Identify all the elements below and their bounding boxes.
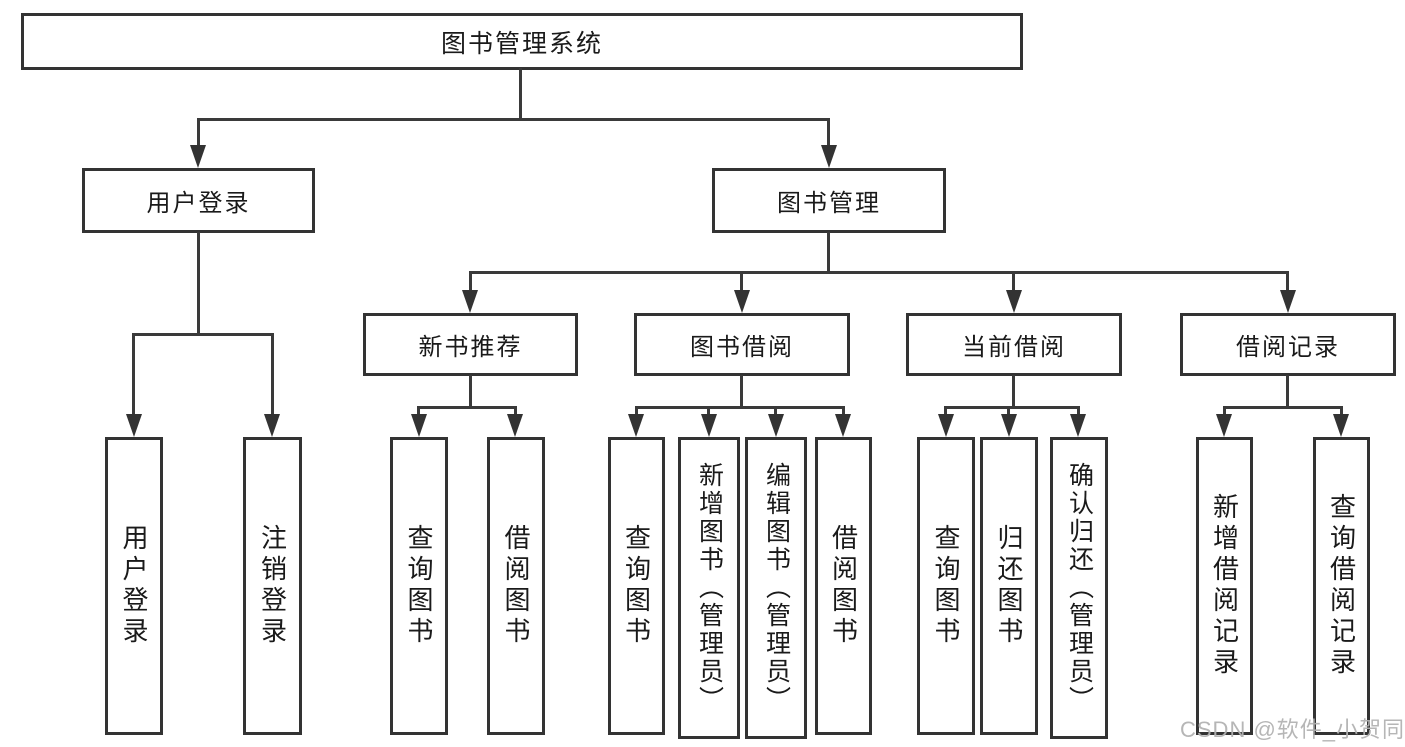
- leaf-query-books-current-label: 查询图书: [931, 524, 961, 648]
- node-book-management-label: 图书管理: [777, 190, 881, 217]
- arrow-to-leaf-login: [126, 414, 142, 437]
- connector-drop-d2: [1007, 406, 1010, 418]
- leaf-query-books-recommend-label: 查询图书: [404, 524, 434, 648]
- leaf-query-books-borrowing: 查询图书: [608, 437, 665, 735]
- arrow-to-c2: [701, 414, 717, 437]
- leaf-add-book-admin-label: 新增图书（管理员）: [695, 462, 724, 714]
- leaf-confirm-return-admin: 确认归还（管理员）: [1050, 437, 1108, 739]
- root-node-library-system: 图书管理系统: [21, 13, 1023, 70]
- connector-drop-c1: [635, 406, 638, 418]
- arrow-to-leaf-logout: [264, 414, 280, 437]
- connector-drop-current: [1012, 271, 1015, 293]
- leaf-query-books-borrowing-label: 查询图书: [621, 524, 652, 648]
- connector-root-stem: [519, 68, 522, 120]
- connector-drop-leaf-logout: [271, 333, 274, 417]
- arrow-to-b1: [411, 414, 427, 437]
- connector-userlogin-split: [132, 333, 274, 336]
- connector-drop-d1: [944, 406, 947, 418]
- node-current-borrowing: 当前借阅: [906, 313, 1122, 376]
- connector-drop-c4: [842, 406, 845, 418]
- leaf-borrow-books-recommend-label: 借阅图书: [501, 524, 531, 648]
- root-node-label: 图书管理系统: [440, 29, 603, 58]
- node-user-login: 用户登录: [82, 168, 315, 233]
- connector-drop-borrowing: [740, 271, 743, 293]
- leaf-borrow-books-label: 借阅图书: [828, 524, 859, 648]
- connector-records-split: [1223, 406, 1343, 409]
- connector-drop-book-mgmt: [827, 118, 830, 148]
- leaf-return-books: 归还图书: [980, 437, 1038, 735]
- connector-drop-b1: [417, 406, 420, 418]
- leaf-edit-book-admin: 编辑图书（管理员）: [745, 437, 807, 739]
- node-borrow-records: 借阅记录: [1180, 313, 1396, 376]
- connector-drop-user-login: [197, 118, 200, 148]
- leaf-query-books-current: 查询图书: [917, 437, 975, 735]
- connector-drop-d3: [1077, 406, 1080, 418]
- connector-newbook-split: [417, 406, 517, 409]
- connector-drop-leaf-login: [132, 333, 135, 417]
- leaf-query-borrow-record-label: 查询借阅记录: [1326, 493, 1357, 679]
- arrow-to-user-login: [190, 145, 206, 168]
- arrow-to-borrowing: [734, 290, 750, 313]
- node-current-borrowing-label: 当前借阅: [962, 334, 1066, 361]
- connector-records-stem: [1286, 375, 1289, 408]
- arrow-to-c4: [835, 414, 851, 437]
- arrow-to-newbook: [462, 290, 478, 313]
- arrow-to-d2: [1001, 414, 1017, 437]
- connector-drop-b2: [514, 406, 517, 418]
- connector-borrowing-split: [635, 406, 845, 409]
- node-book-management: 图书管理: [712, 168, 946, 233]
- leaf-query-books-recommend: 查询图书: [390, 437, 448, 735]
- connector-drop-e1: [1223, 406, 1226, 418]
- connector-newbook-stem: [469, 375, 472, 408]
- arrow-to-current: [1006, 290, 1022, 313]
- leaf-confirm-return-admin-label: 确认归还（管理员）: [1065, 462, 1094, 714]
- leaf-edit-book-admin-label: 编辑图书（管理员）: [762, 462, 791, 714]
- connector-userlogin-stem: [197, 232, 200, 336]
- node-user-login-label: 用户登录: [146, 190, 251, 217]
- arrow-to-records: [1280, 290, 1296, 313]
- node-borrow-records-label: 借阅记录: [1236, 334, 1340, 361]
- csdn-watermark: CSDN @软件_小贺同学: [1180, 717, 1405, 742]
- arrow-to-book-mgmt: [821, 145, 837, 168]
- connector-root-split: [197, 118, 830, 121]
- arrow-to-c1: [628, 414, 644, 437]
- connector-drop-e2: [1340, 406, 1343, 418]
- leaf-borrow-books: 借阅图书: [815, 437, 872, 735]
- connector-drop-c2: [707, 406, 710, 418]
- connector-borrowing-stem: [740, 375, 743, 408]
- leaf-borrow-books-recommend: 借阅图书: [487, 437, 545, 735]
- leaf-add-borrow-record: 新增借阅记录: [1196, 437, 1253, 735]
- arrow-to-e2: [1333, 414, 1349, 437]
- leaf-add-borrow-record-label: 新增借阅记录: [1209, 493, 1240, 679]
- connector-drop-c3: [774, 406, 777, 418]
- node-book-borrowing: 图书借阅: [634, 313, 850, 376]
- arrow-to-d1: [938, 414, 954, 437]
- leaf-query-borrow-record: 查询借阅记录: [1313, 437, 1370, 735]
- connector-bookmgmt-split: [469, 271, 1289, 274]
- connector-drop-records: [1286, 271, 1289, 293]
- arrow-to-e1: [1216, 414, 1232, 437]
- connector-current-stem: [1012, 375, 1015, 408]
- node-new-book-recommend-label: 新书推荐: [418, 334, 523, 361]
- arrow-to-d3: [1070, 414, 1086, 437]
- connector-bookmgmt-stem: [827, 232, 830, 274]
- leaf-add-book-admin: 新增图书（管理员）: [678, 437, 740, 739]
- connector-current-split: [944, 406, 1080, 409]
- leaf-logout: 注销登录: [243, 437, 302, 735]
- leaf-return-books-label: 归还图书: [994, 524, 1024, 648]
- connector-drop-newbook: [469, 271, 472, 293]
- leaf-user-login-label: 用户登录: [119, 524, 149, 648]
- leaf-logout-label: 注销登录: [257, 524, 288, 648]
- arrow-to-c3: [768, 414, 784, 437]
- leaf-user-login: 用户登录: [105, 437, 163, 735]
- arrow-to-b2: [507, 414, 523, 437]
- node-book-borrowing-label: 图书借阅: [690, 334, 794, 361]
- node-new-book-recommend: 新书推荐: [363, 313, 578, 376]
